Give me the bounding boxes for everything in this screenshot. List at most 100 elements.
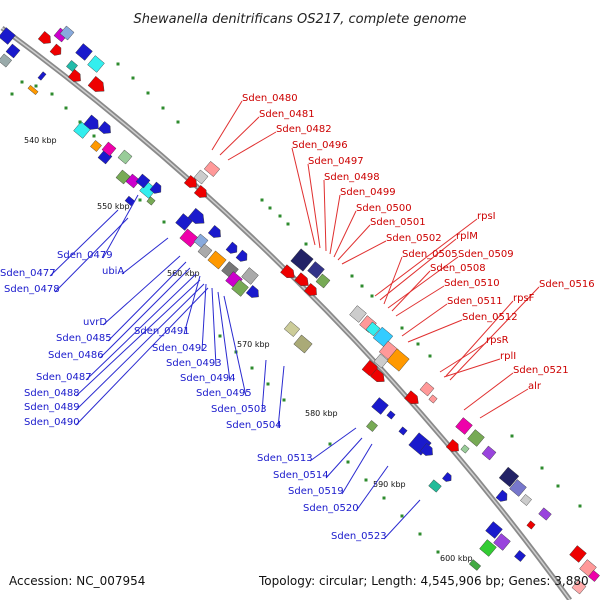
leader-line — [102, 194, 139, 259]
leader-line — [291, 147, 316, 246]
kbp-label: 600 kbp — [440, 554, 473, 563]
gene-feature — [428, 479, 442, 493]
gene-feature — [231, 279, 249, 297]
gene-label: Sden_0508 — [430, 263, 486, 274]
gene-feature — [235, 249, 248, 262]
tick-mark — [146, 91, 150, 95]
gene-label: Sden_0502 — [386, 233, 442, 244]
tick-mark — [278, 214, 282, 218]
gene-feature — [37, 71, 47, 81]
kbp-label: 560 kbp — [167, 269, 200, 278]
gene-feature — [303, 283, 317, 296]
gene-feature — [146, 196, 156, 206]
leader-line — [121, 237, 169, 275]
gene-feature — [588, 570, 600, 582]
tick-mark — [436, 550, 440, 554]
leader-line — [383, 256, 403, 305]
leader-line — [307, 163, 321, 249]
leader-line — [102, 255, 181, 326]
gene-label: Sden_0482 — [276, 124, 332, 135]
tick-mark — [328, 442, 332, 446]
tick-mark — [78, 120, 82, 124]
tick-mark — [350, 274, 354, 278]
kbp-label: 580 kbp — [305, 409, 338, 418]
gene-label: Sden_0514 — [273, 470, 329, 481]
gene-feature — [83, 114, 99, 130]
tick-mark — [138, 198, 142, 202]
bottom-labels: Sden_0479 Sden_0477 ubiA Sden_0478 uvrD … — [0, 250, 387, 542]
tick-mark — [382, 496, 386, 500]
tick-mark — [250, 366, 254, 370]
gene-feature — [538, 507, 552, 521]
leader-line — [219, 116, 260, 156]
gene-feature — [5, 43, 21, 59]
gene-feature — [75, 43, 93, 61]
leader-line — [211, 287, 217, 367]
gene-feature — [460, 444, 470, 454]
gene-label: Sden_0500 — [356, 203, 412, 214]
gene-label: Sden_0501 — [370, 217, 426, 228]
gene-feature — [37, 31, 51, 44]
leader-line — [333, 210, 357, 258]
tick-mark — [304, 242, 308, 246]
leader-line — [479, 388, 529, 419]
gene-feature — [293, 334, 313, 354]
leader-line — [439, 342, 487, 373]
gene-feature — [526, 520, 536, 530]
tick-marks — [10, 62, 582, 554]
gene-label: Sden_0494 — [180, 373, 236, 384]
label-leaders — [49, 100, 540, 540]
gene-label: Sden_0510 — [444, 278, 500, 289]
tick-mark — [282, 398, 286, 402]
gene-feature — [207, 250, 227, 270]
leader-line — [211, 100, 243, 151]
leader-line — [223, 295, 247, 397]
gene-feature — [101, 141, 117, 157]
gene-feature — [187, 207, 205, 224]
gene-feature — [207, 225, 221, 238]
tick-mark — [64, 106, 68, 110]
gene-feature — [197, 243, 213, 259]
gene-label: Sden_0497 — [308, 156, 364, 167]
leader-line — [387, 256, 459, 309]
tick-mark — [346, 460, 350, 464]
gene-label: Sden_0481 — [259, 109, 315, 120]
gene-feature — [509, 479, 527, 497]
gene-feature — [307, 261, 325, 279]
gene-feature — [0, 27, 16, 45]
gene-feature — [27, 84, 39, 96]
gene-label: Sden_0479 — [57, 250, 113, 261]
gene-feature — [479, 539, 497, 557]
tick-mark — [131, 76, 135, 80]
leader-line — [401, 303, 448, 337]
tick-mark — [10, 92, 14, 96]
gene-feature — [290, 248, 314, 272]
gene-feature — [468, 559, 482, 571]
top-labels: Sden_0480 Sden_0481 Sden_0482 Sden_0496 … — [242, 93, 595, 392]
leader-line — [329, 194, 341, 255]
leader-line — [217, 291, 231, 382]
gene-label: uvrD — [83, 317, 107, 328]
gene-feature — [97, 121, 111, 134]
tick-mark — [268, 206, 272, 210]
leader-line — [201, 283, 207, 352]
tick-mark — [370, 294, 374, 298]
gene-feature — [373, 353, 389, 369]
leader-line — [407, 319, 463, 343]
tick-mark — [286, 222, 290, 226]
gene-label: Sden_0489 — [24, 402, 80, 413]
gene-label: Sden_0519 — [288, 486, 344, 497]
tick-mark — [418, 532, 422, 536]
gene-label: Sden_0492 — [152, 343, 208, 354]
leader-line — [107, 261, 187, 342]
gene-feature — [386, 410, 396, 420]
gene-feature — [135, 173, 151, 189]
gene-label: Sden_0512 — [462, 312, 518, 323]
gene-feature — [467, 429, 485, 447]
gene-feature — [117, 149, 133, 165]
gene-label: Sden_0485 — [56, 333, 112, 344]
leader-line — [227, 131, 277, 161]
gene-label: Sden_0495 — [196, 388, 252, 399]
gene-feature — [149, 181, 162, 194]
gene-label: Sden_0488 — [24, 388, 80, 399]
